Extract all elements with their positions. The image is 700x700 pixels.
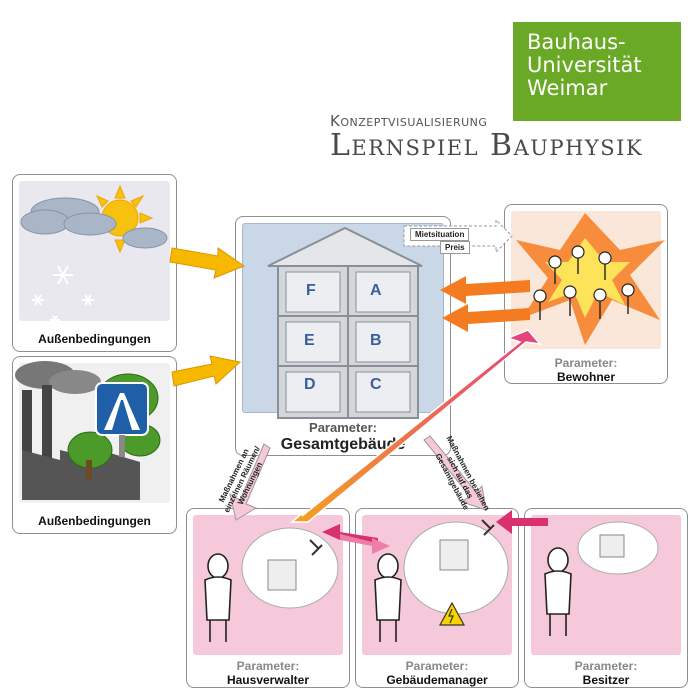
crowd-icon xyxy=(516,213,665,345)
sun-cloud-icon xyxy=(20,184,168,254)
tag-preis: Preis xyxy=(440,241,470,254)
factory-icon xyxy=(15,361,140,500)
person-icon xyxy=(204,547,572,642)
unit-b: B xyxy=(370,332,382,349)
environment-caption: Außenbedingungen xyxy=(38,514,151,528)
weather-caption: Außenbedingungen xyxy=(38,332,151,346)
tools-icon xyxy=(267,519,625,591)
building-icon xyxy=(267,226,423,419)
unit-f: F xyxy=(306,282,316,299)
residents-param-name: Bewohner xyxy=(556,370,615,384)
residents-param-label: Parameter: xyxy=(554,356,618,370)
unit-c: C xyxy=(370,376,382,393)
besitzer-param-name: Besitzer xyxy=(582,673,630,687)
unit-d: D xyxy=(304,376,316,393)
unit-a: A xyxy=(370,282,382,299)
building-param-name: Gesamtgebäude xyxy=(280,436,406,453)
gebaeudemanager-to-hausverwalter-arrow xyxy=(322,524,378,544)
logo-line-1: Bauhaus- xyxy=(527,30,626,54)
tag-mietsituation: Mietsituation xyxy=(410,228,470,241)
page-title: Lernspiel Bauphysik xyxy=(330,128,644,163)
residents-hausverwalter-arrow xyxy=(289,329,542,523)
unit-e: E xyxy=(304,332,315,349)
environment-arrow xyxy=(171,355,242,387)
snowflake-icon xyxy=(32,265,94,325)
besitzer-to-gebaeudemanager-arrow xyxy=(496,510,548,534)
logo-line-3: Weimar xyxy=(527,76,608,100)
gebaeudemanager-param-name: Gebäudemanager xyxy=(386,673,488,687)
residents-arrow-bottom xyxy=(442,304,530,332)
residents-arrow-top xyxy=(440,276,530,304)
building-param-label: Parameter: xyxy=(309,420,377,435)
page-subtitle: Konzeptvisualisierung xyxy=(330,112,488,130)
building-label-arrow xyxy=(423,435,487,511)
besitzer-param-label: Parameter: xyxy=(574,659,638,673)
logo-line-2: Universität xyxy=(527,53,642,77)
hausverwalter-to-gebaeudemanager-arrow xyxy=(340,534,390,554)
besitzer-panel: Parameter: Besitzer xyxy=(524,508,688,688)
highway-sign-icon xyxy=(95,382,149,457)
hausverwalter-param-name: Hausverwalter xyxy=(226,673,310,687)
weather-arrow xyxy=(169,247,246,279)
rooms-label-arrow xyxy=(229,443,271,521)
gebaeudemanager-param-label: Parameter: xyxy=(405,659,469,673)
warning-icon xyxy=(438,601,466,626)
university-logo: Bauhaus- Universität Weimar xyxy=(513,22,681,121)
hausverwalter-param-label: Parameter: xyxy=(236,659,300,673)
